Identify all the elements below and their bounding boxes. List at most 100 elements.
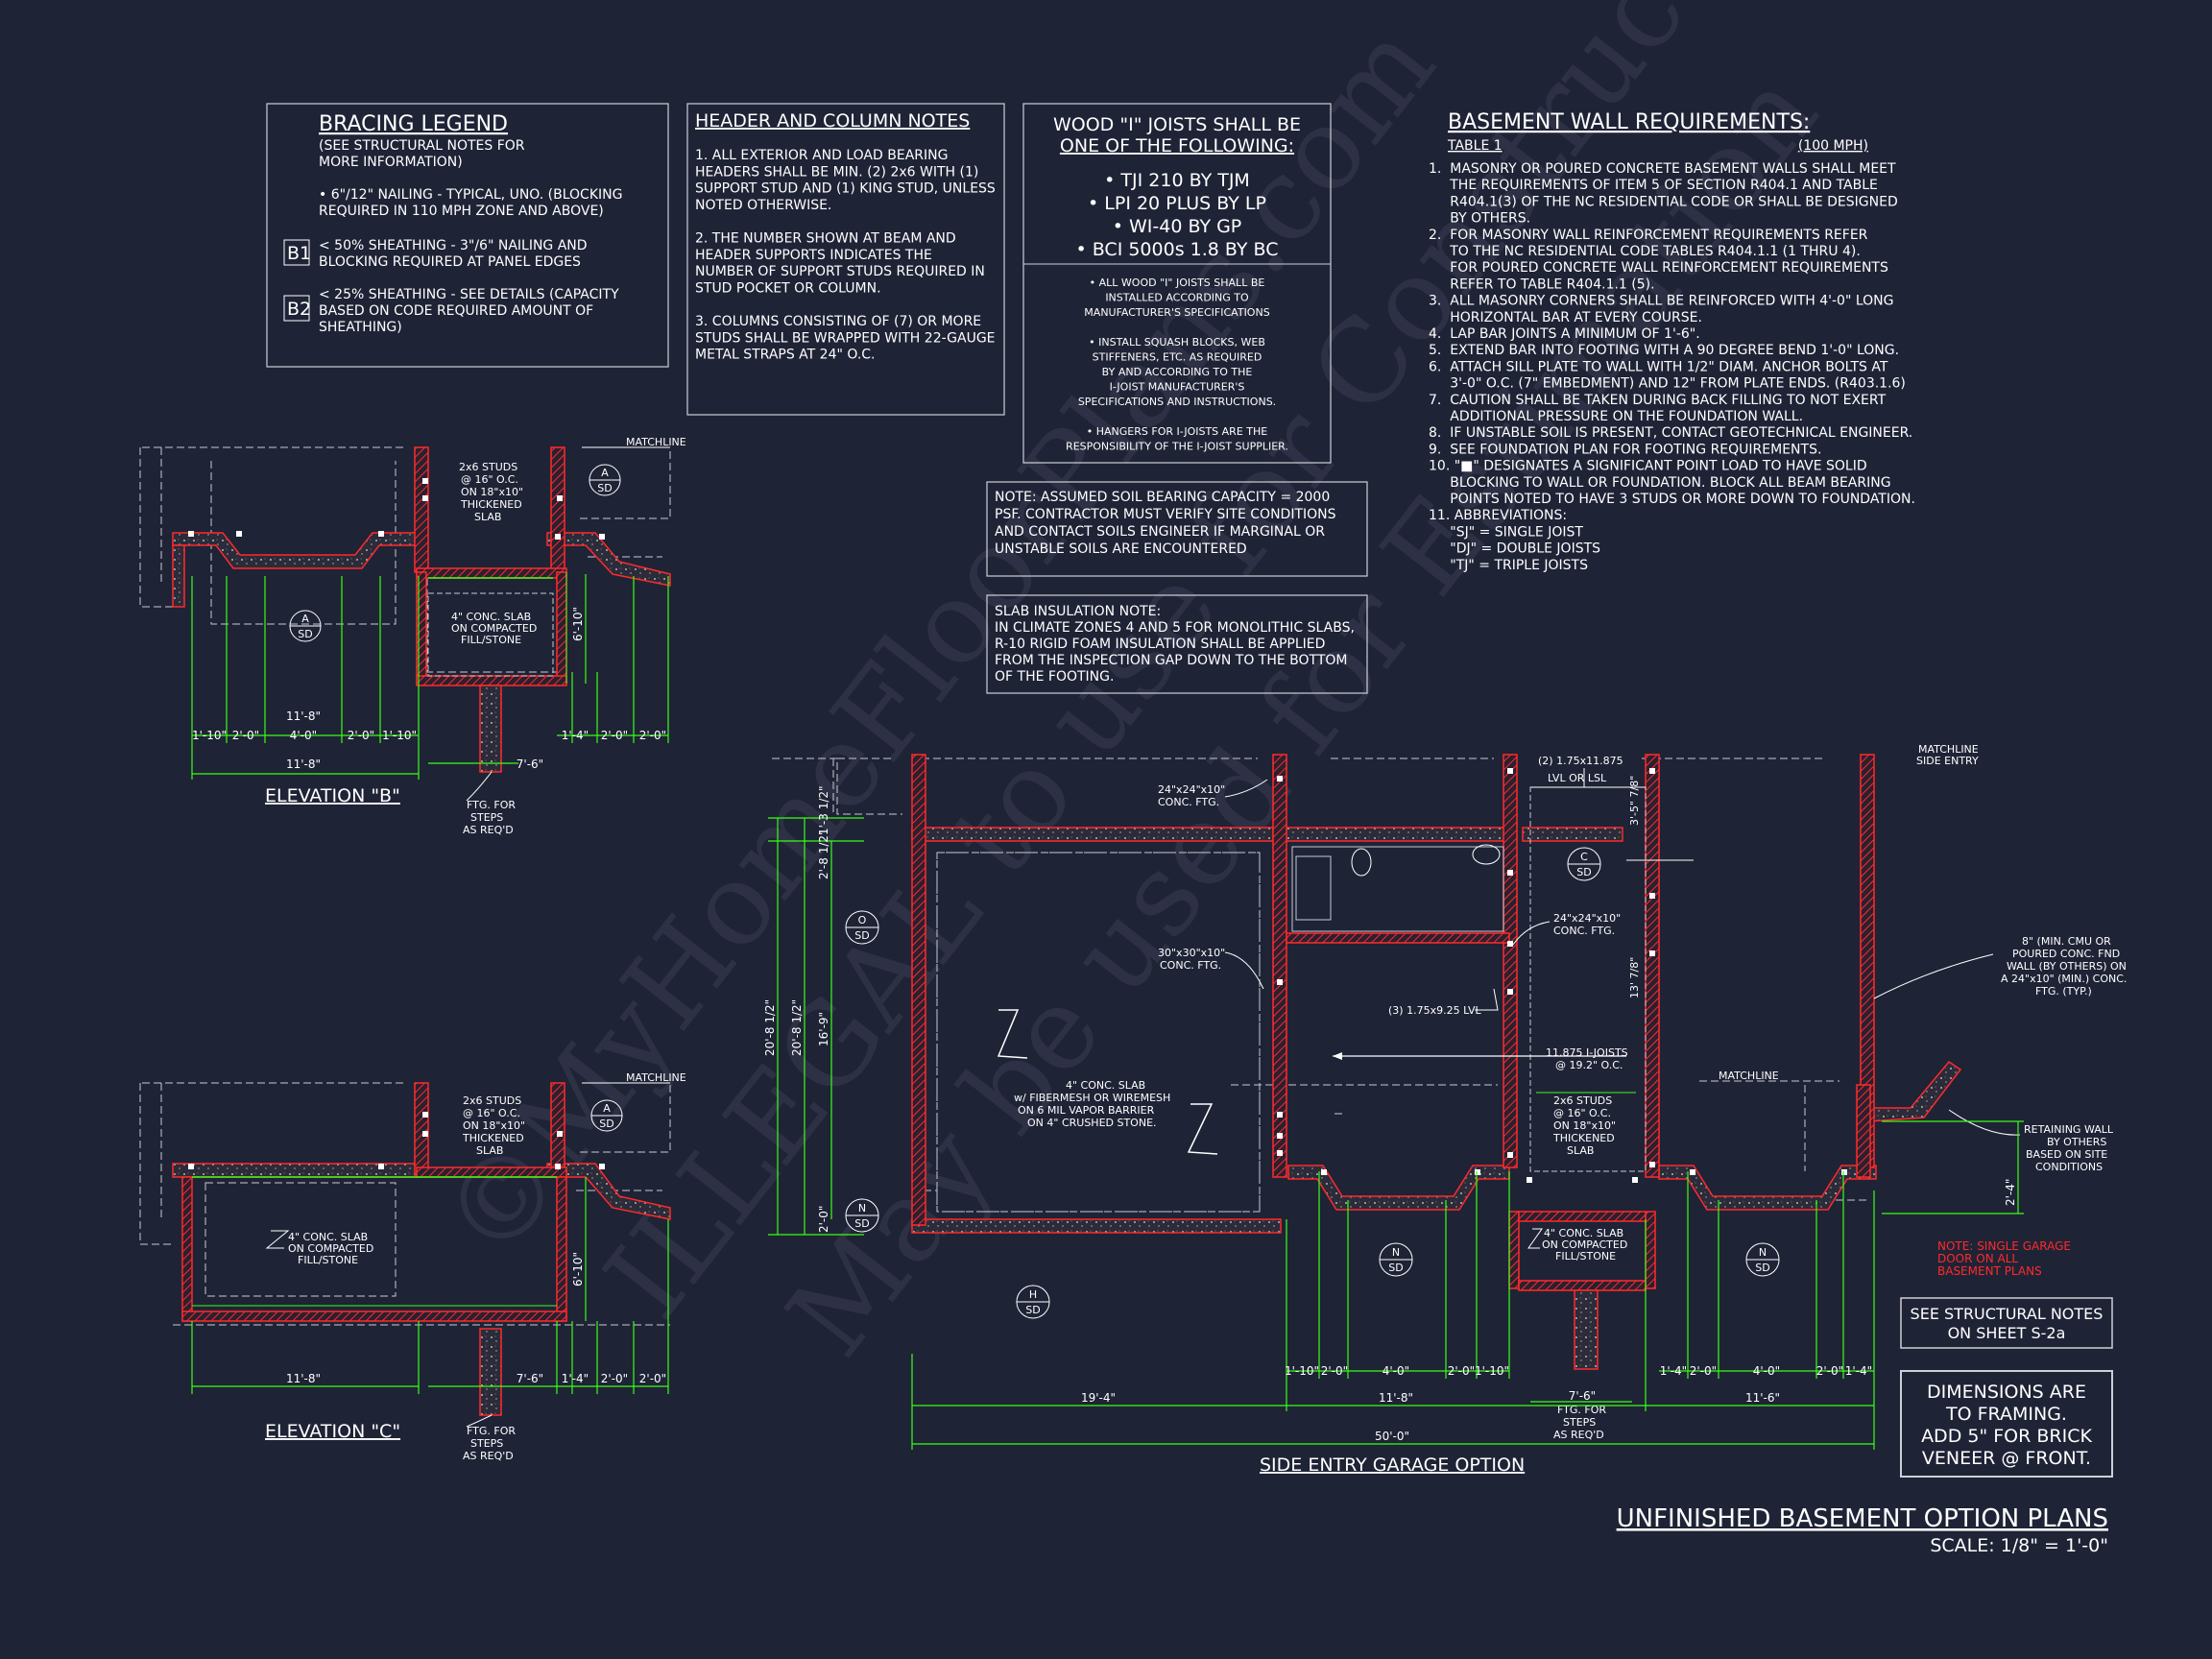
slab-note: ON COMPACTED bbox=[451, 622, 537, 635]
ftg-note: AS REQ'D bbox=[1553, 1429, 1604, 1441]
section-tag-a: A bbox=[301, 613, 309, 625]
dim-text: 1'-10" bbox=[192, 729, 227, 742]
requirement-line: 3. ALL MASONRY CORNERS SHALL BE REINFORC… bbox=[1429, 294, 1893, 309]
requirement-line: TO THE NC RESIDENTIAL CODE TABLES R404.1… bbox=[1429, 244, 1861, 259]
sheet-title-block: UNFINISHED BASEMENT OPTION PLANS SCALE: … bbox=[1617, 1504, 2108, 1556]
slab-note: ON 4" CRUSHED STONE. bbox=[1027, 1117, 1157, 1129]
studs-note: THICKENED bbox=[1552, 1132, 1615, 1144]
tub-icon bbox=[1295, 855, 1332, 921]
retaining-note: BASED ON SITE bbox=[2026, 1148, 2107, 1161]
dim-text: 2'-0" bbox=[1321, 1364, 1348, 1378]
studs-note: @ 16" O.C. bbox=[461, 473, 518, 486]
section-tag-sd: SD bbox=[1388, 1262, 1403, 1274]
beam-note: LVL OR LSL bbox=[1548, 772, 1607, 784]
dim-text: 2'-0" bbox=[348, 729, 374, 742]
legend-line: BASED ON CODE REQUIRED AMOUNT OF bbox=[319, 303, 593, 319]
section-tag-n: N bbox=[1759, 1246, 1767, 1259]
ftg-note: STEPS bbox=[1563, 1416, 1596, 1429]
side-entry-label: SIDE ENTRY bbox=[1916, 755, 1979, 767]
studs-note: SLAB bbox=[1567, 1144, 1594, 1157]
section-tag-sd: SD bbox=[854, 1217, 869, 1230]
structural-line: SEE STRUCTURAL NOTES bbox=[1911, 1305, 2104, 1323]
studs-note: 2x6 STUDS bbox=[463, 1094, 521, 1107]
slab-line: OF THE FOOTING. bbox=[995, 669, 1114, 685]
sink-icon bbox=[1472, 844, 1501, 865]
header-note-line: METAL STRAPS AT 24" O.C. bbox=[695, 348, 876, 363]
header-notes-title: HEADER AND COLUMN NOTES bbox=[695, 110, 970, 132]
ftg-note: AS REQ'D bbox=[463, 824, 514, 836]
beam-note: (2) 1.75x11.875 bbox=[1538, 755, 1623, 767]
section-tag-n: N bbox=[858, 1202, 866, 1214]
retaining-note: CONDITIONS bbox=[2035, 1161, 2103, 1173]
elevation-c-title: ELEVATION "C" bbox=[265, 1421, 400, 1442]
matchline-label: MATCHLINE bbox=[1719, 1070, 1779, 1082]
dim-text: 1'-4" bbox=[1845, 1364, 1872, 1378]
requirement-line: 9. SEE FOUNDATION PLAN FOR FOOTING REQUI… bbox=[1429, 442, 1821, 457]
joist-note: 11.875 I-JOISTS bbox=[1546, 1046, 1628, 1059]
dim-text: 2'-4" bbox=[2004, 1179, 2017, 1206]
requirement-line: 1. MASONRY OR POURED CONCRETE BASEMENT W… bbox=[1429, 161, 1896, 177]
requirement-line: 11. ABBREVIATIONS: bbox=[1429, 508, 1567, 523]
table-label: TABLE 1 bbox=[1447, 138, 1503, 154]
slab-note: 4" CONC. SLAB bbox=[1066, 1079, 1145, 1092]
section-tag-sd: SD bbox=[854, 929, 869, 942]
b2-tag-box bbox=[283, 295, 310, 322]
requirement-line: FOR POURED CONCRETE WALL REINFORCEMENT R… bbox=[1429, 260, 1888, 276]
sheet-title: UNFINISHED BASEMENT OPTION PLANS bbox=[1617, 1504, 2108, 1533]
requirement-line: HORIZONTAL BAR AT EVERY COURSE. bbox=[1429, 310, 1702, 325]
dim-text: 2'-0" bbox=[601, 1372, 628, 1385]
dim-text: 2'-0" bbox=[639, 729, 666, 742]
requirement-line: "TJ" = TRIPLE JOISTS bbox=[1429, 558, 1588, 573]
slab-note: 4" CONC. SLAB bbox=[288, 1231, 368, 1243]
section-tag-n: N bbox=[1392, 1246, 1400, 1259]
structural-line: ON SHEET S-2a bbox=[1948, 1324, 2066, 1342]
legend-line: < 50% SHEATHING - 3"/6" NAILING AND bbox=[319, 238, 588, 253]
soil-line: PSF. CONTRACTOR MUST VERIFY SITE CONDITI… bbox=[995, 507, 1336, 522]
requirement-line: 3'-0" O.C. (7" EMBEDMENT) AND 12" FROM P… bbox=[1429, 376, 1906, 392]
dim-text: 6'-10" bbox=[571, 607, 585, 641]
dim-text: 11'-6" bbox=[1745, 1391, 1780, 1405]
header-note-line: HEADERS SHALL BE MIN. (2) 2x6 WITH (1) bbox=[695, 164, 978, 180]
toilet-icon bbox=[1351, 848, 1372, 877]
studs-note: 2x6 STUDS bbox=[1553, 1094, 1612, 1107]
dim-text: 4'-0" bbox=[290, 729, 317, 742]
lvl-note: (3) 1.75x9.25 LVL bbox=[1388, 1004, 1482, 1017]
ftg-note: CONC. FTG. bbox=[1160, 959, 1221, 972]
dimensions-line: VENEER @ FRONT. bbox=[1922, 1448, 2091, 1469]
b2-tag: B2 bbox=[287, 299, 311, 320]
header-note-line: 2. THE NUMBER SHOWN AT BEAM AND bbox=[695, 231, 956, 247]
section-tag-h: H bbox=[1029, 1288, 1037, 1301]
dim-text: 11'-8" bbox=[1379, 1391, 1413, 1405]
red-note: BASEMENT PLANS bbox=[1937, 1264, 2042, 1278]
slab-line: IN CLIMATE ZONES 4 AND 5 FOR MONOLITHIC … bbox=[995, 620, 1355, 636]
matchline-label: MATCHLINE bbox=[626, 436, 686, 448]
header-note-line: NUMBER OF SUPPORT STUDS REQUIRED IN bbox=[695, 264, 985, 279]
b1-tag-box bbox=[283, 239, 310, 266]
header-note-line: NOTED OTHERWISE. bbox=[695, 198, 831, 213]
section-tag-a: A bbox=[601, 467, 609, 479]
ftg-note: 30"x30"x10" bbox=[1158, 947, 1225, 959]
soil-note: NOTE: ASSUMED SOIL BEARING CAPACITY = 20… bbox=[986, 481, 1368, 577]
requirement-line: 5. EXTEND BAR INTO FOOTING WITH A 90 DEG… bbox=[1429, 343, 1899, 358]
requirement-line: 10. "■" DESIGNATES A SIGNIFICANT POINT L… bbox=[1429, 459, 1867, 474]
wall-note: POURED CONC. FND bbox=[2012, 948, 2120, 960]
joist-note-line: MANUFACTURER'S SPECIFICATIONS bbox=[1084, 306, 1269, 319]
requirement-line: 4. LAP BAR JOINTS A MINIMUM OF 1'-6". bbox=[1429, 326, 1700, 342]
stair-dim: 3'-5" 7/8" bbox=[1628, 776, 1641, 826]
legend-line: (SEE STRUCTURAL NOTES FOR bbox=[319, 138, 525, 154]
section-tag-sd: SD bbox=[599, 1118, 613, 1130]
section-tag-sd: SD bbox=[1025, 1304, 1040, 1316]
section-tag-a: A bbox=[603, 1102, 611, 1115]
wall-note: 8" (MIN. CMU OR bbox=[2022, 935, 2111, 948]
requirements-title: BASEMENT WALL REQUIREMENTS: bbox=[1448, 110, 1810, 134]
joist-note-line: • INSTALL SQUASH BLOCKS, WEB bbox=[1089, 336, 1265, 349]
section-tag-sd: SD bbox=[298, 628, 312, 640]
dim-text: 1'-10" bbox=[382, 729, 417, 742]
dim-text: 1'-10" bbox=[1475, 1364, 1509, 1378]
studs-note: 2x6 STUDS bbox=[459, 461, 517, 473]
header-note-line: 3. COLUMNS CONSISTING OF (7) OR MORE bbox=[695, 314, 981, 329]
bracing-legend-title: BRACING LEGEND bbox=[319, 112, 508, 136]
dim-text: 1'-4" bbox=[1660, 1364, 1687, 1378]
requirement-line: "DJ" = DOUBLE JOISTS bbox=[1429, 541, 1600, 557]
ftg-note: STEPS bbox=[470, 811, 503, 824]
